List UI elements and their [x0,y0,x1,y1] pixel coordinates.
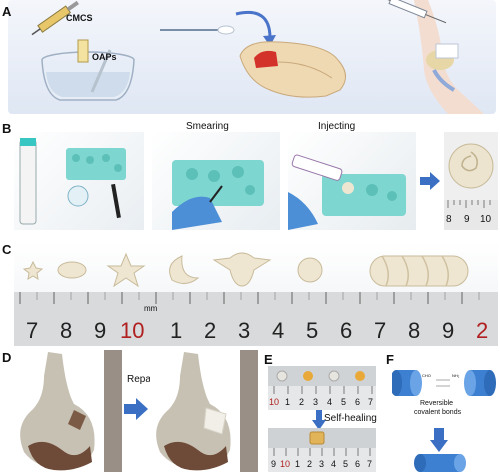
ruler-e1-1: 1 [285,397,291,407]
applicator-icon [160,25,235,35]
bar-shape [369,255,469,287]
photo-dots-ruler: 10 1 2 3 4 5 6 7 [268,366,376,410]
ruler-c-7: 7 [26,318,39,343]
ruler-e1-4: 4 [327,397,333,407]
beaker-icon [41,49,135,101]
ruler-c-8: 8 [60,318,73,343]
ruler-c-10: 10 [120,318,145,343]
tube-icon [77,39,89,63]
photo-defect-bone [14,350,122,472]
moon-shape [169,255,200,284]
photo-healed-ruler: 9 10 1 2 3 4 5 6 7 [268,428,376,472]
self-healing-label: Self-healing [324,413,377,424]
panel-e-label: E [264,352,273,367]
ruler-e2-5: 5 [343,459,349,469]
ruler-c-unit: mm [144,304,158,313]
oval-shape [57,261,87,279]
ruler-c-9: 9 [94,318,107,343]
ruler-c-6: 6 [340,318,353,343]
tulip-shape [212,252,272,287]
photo-rose-hydrogel: 8 9 10 [444,132,498,230]
cylinder-joined-icon [414,454,466,472]
arrow-down-icon [430,440,448,452]
star-small-shape [22,260,44,280]
flower-shape [297,257,323,283]
knee-icon [414,0,484,114]
photo-injecting [288,132,416,230]
syringe-icon [31,0,79,36]
ruler-e2-7: 7 [367,459,373,469]
arrow-right-icon [420,172,440,190]
syringe-icon [380,0,447,24]
panel-a-label: A [2,4,12,19]
panel-a: A CMCS OAPs [2,0,496,114]
ruler-c-4: 4 [272,318,285,343]
ruler-e2-1: 1 [295,459,301,469]
ruler-c-3: 3 [238,318,251,343]
ruler-e1-6: 6 [355,397,361,407]
skull-icon [239,41,346,98]
reversible-label: Reversible [420,400,454,407]
ruler-e2-6: 6 [355,459,361,469]
panel-f-label: F [386,352,394,367]
ruler-e2-2: 2 [307,459,313,469]
ruler-e1-2: 2 [299,397,305,407]
oaps-label: OAPs [92,52,117,62]
panel-d-label: D [2,350,12,365]
ruler-e1-5: 5 [341,397,347,407]
photo-repaired-bone [150,350,258,472]
injecting-title: Injecting [318,121,356,132]
panel-a-illustration [31,0,484,114]
ruler-e2-10: 10 [280,459,291,469]
ruler-c-1: 1 [170,318,183,343]
cylinder-right-icon [464,370,496,396]
curved-arrow-icon [235,11,272,39]
ruler-e1-7: 7 [368,397,374,407]
panel-c-label: C [2,242,12,257]
ruler-e2-9: 9 [271,459,277,469]
ruler-b-10: 10 [480,214,492,225]
cmcs-label: CMCS [66,13,93,23]
covalent-bonds-label: covalent bonds [414,409,462,416]
ruler-c-5: 5 [306,318,319,343]
cho-label: CHO [422,373,431,378]
ruler-c-8b: 8 [408,318,421,343]
nh2-label: NH₂ [452,373,460,378]
photo-shapes-ruler: mm 7 8 9 10 1 2 3 4 5 6 7 8 9 2 [14,242,498,346]
ruler-e2-4: 4 [331,459,337,469]
repair-label: Repair [127,374,157,385]
arrow-right-icon [124,398,148,420]
ruler-b-8: 8 [446,214,452,225]
arrow-down-icon [312,410,326,430]
cylinder-left-icon [392,370,422,396]
ruler-c-7b: 7 [374,318,387,343]
panel-f-diagram [392,370,496,472]
ruler-e1-3: 3 [313,397,319,407]
panel-b-label: B [2,121,12,136]
ruler-e1-10: 10 [269,397,280,407]
smearing-title: Smearing [186,121,229,132]
ruler-c-9b: 9 [442,318,455,343]
ruler-e2-3: 3 [319,459,325,469]
ruler-c-2: 2 [204,318,217,343]
photo-smearing [152,132,280,230]
ruler-c-2b: 2 [476,318,489,343]
star-shape [106,252,146,288]
photo-mold-kit [14,132,144,230]
ruler-b-9: 9 [464,214,470,225]
